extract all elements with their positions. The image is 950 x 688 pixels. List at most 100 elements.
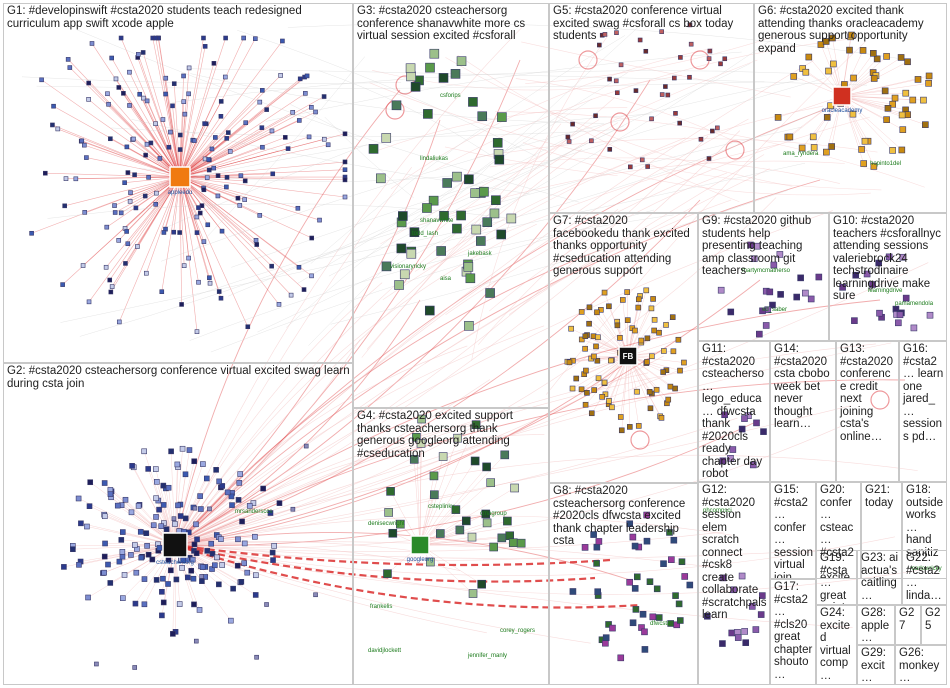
node-label-shanavwhite: shanavwhite <box>420 218 454 224</box>
cluster-node <box>922 121 929 128</box>
edge <box>179 37 244 178</box>
cluster-node <box>489 208 500 219</box>
cluster-node <box>482 518 492 528</box>
cluster-node <box>729 446 737 453</box>
edge <box>174 343 876 546</box>
edge <box>131 119 530 195</box>
cluster-node <box>762 322 770 329</box>
g1-node <box>121 91 126 96</box>
cluster-node <box>381 133 392 143</box>
edge <box>36 81 765 89</box>
cluster-node <box>594 357 601 364</box>
g1-node <box>39 77 44 83</box>
edge <box>78 498 176 546</box>
edge <box>179 176 249 327</box>
cluster-node <box>631 542 639 550</box>
g1-node <box>135 244 140 249</box>
g2-node <box>163 526 170 532</box>
edge <box>435 38 856 171</box>
g1-node <box>131 136 136 142</box>
cluster-node <box>802 289 809 297</box>
cluster-node <box>582 333 589 340</box>
edge <box>179 176 257 241</box>
group-label-g29: G29: excit… #csta… <box>861 647 886 684</box>
edge <box>184 56 365 261</box>
edge <box>88 82 181 178</box>
cluster-node <box>669 314 676 320</box>
edge <box>174 166 412 546</box>
g1-node <box>104 224 110 230</box>
cluster-node <box>810 144 818 151</box>
edge <box>515 78 743 146</box>
g2-node <box>75 495 82 502</box>
cluster-node <box>720 574 727 582</box>
g1-node <box>213 135 218 140</box>
cluster-node <box>883 53 890 60</box>
edge <box>361 97 615 358</box>
g1-node <box>163 91 168 97</box>
g1-node <box>86 299 92 305</box>
group-g12: G12: #csta2020 session elem scratch conn… <box>698 482 770 685</box>
edge <box>419 456 444 546</box>
cluster-node <box>635 304 642 311</box>
g1-node <box>342 167 348 173</box>
edge <box>137 57 181 178</box>
edge <box>414 105 824 272</box>
edge <box>179 137 286 178</box>
edge <box>330 189 789 325</box>
cluster-node <box>618 427 625 434</box>
g2-node <box>160 575 166 582</box>
cluster-node <box>406 248 417 259</box>
cluster-node <box>665 92 671 98</box>
cluster-node <box>452 171 462 182</box>
g2-node <box>168 567 174 574</box>
group-label-g13: G13: #csta2020 conference credit next jo… <box>840 343 897 443</box>
g1-node <box>132 172 137 178</box>
cluster-node <box>704 612 711 620</box>
g2-node <box>193 638 199 644</box>
g1-node <box>127 69 132 75</box>
cluster-node <box>741 628 748 635</box>
g2-node <box>145 466 151 472</box>
cluster-node <box>391 100 402 111</box>
g1-node <box>84 155 89 160</box>
g1-node <box>342 159 348 165</box>
edge <box>179 78 301 178</box>
edge <box>841 95 903 130</box>
edge <box>179 176 272 267</box>
g1-node <box>125 170 131 175</box>
node-layer <box>29 22 934 670</box>
cluster-node <box>578 386 585 393</box>
cluster-node <box>485 288 495 298</box>
g2-node <box>246 503 253 509</box>
cluster-node <box>416 439 426 448</box>
cluster-node <box>828 143 835 150</box>
g2-node <box>238 579 245 585</box>
g1-node <box>297 76 303 82</box>
edge <box>174 359 631 546</box>
cluster-node <box>633 88 639 93</box>
g1-node <box>168 129 173 135</box>
edge <box>179 38 256 178</box>
cluster-node <box>926 311 934 319</box>
g1-node <box>177 230 182 235</box>
cluster-node <box>848 31 855 39</box>
cluster-node <box>477 579 486 589</box>
cluster-node <box>752 626 760 633</box>
g2-node <box>270 557 276 563</box>
cluster-node <box>489 542 498 552</box>
cluster-node <box>719 457 727 465</box>
group-label-g7: G7: #csta2020 facebookedu thank excited … <box>553 215 694 277</box>
g1-node <box>206 167 212 173</box>
g2-node <box>128 509 135 516</box>
node-label-mrsandersccs: mrsandersccs <box>235 509 272 515</box>
edge <box>419 542 522 546</box>
g1-node <box>253 237 259 243</box>
cluster-node <box>464 174 474 185</box>
cluster-node <box>632 606 640 613</box>
cluster-node <box>594 309 600 316</box>
g2-node <box>87 479 94 486</box>
edge <box>457 54 740 203</box>
group-label-g21: G21: today <box>865 484 894 509</box>
g2-node <box>182 471 189 478</box>
